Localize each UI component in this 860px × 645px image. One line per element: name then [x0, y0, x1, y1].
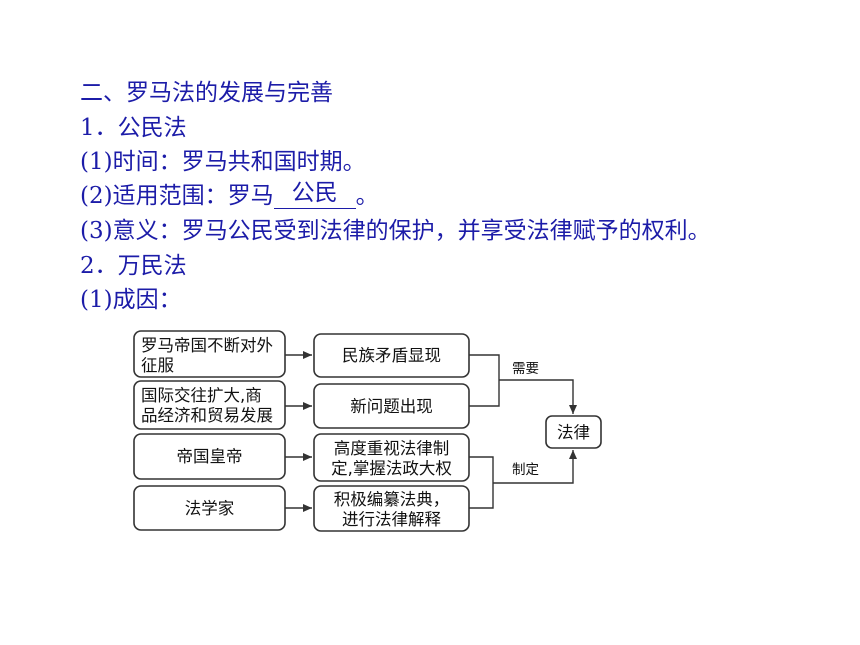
item-1-meaning: (3)意义：罗马公民受到法律的保护，并享受法律赋予的权利。 [80, 218, 711, 244]
item-2-causes: (1)成因： [80, 287, 182, 313]
effect-new-problems-box: 新问题出现 [313, 383, 470, 429]
scope-answer-blank: 公民 [273, 181, 356, 209]
arrow-make-to-law [493, 450, 577, 484]
bracket-make [469, 456, 494, 509]
result-law-label: 法律 [557, 423, 590, 442]
edge-label-make: 制定 [512, 462, 539, 478]
actor-jurist-box: 法学家 [133, 485, 286, 531]
cause-trade-line2: 品经济和贸易发展 [141, 406, 273, 425]
scope-answer: 公民 [291, 180, 338, 206]
scope-prefix: (2)适用范围：罗马 [80, 183, 274, 209]
cause-conquest-line1: 罗马帝国不断对外 [141, 336, 273, 355]
actor-emperor-label: 帝国皇帝 [177, 447, 243, 466]
effect-ethnic-label: 民族矛盾显现 [342, 346, 441, 365]
cause-conquest-box: 罗马帝国不断对外 征服 [133, 330, 286, 378]
section-heading: 二、罗马法的发展与完善 [80, 80, 333, 106]
cause-conquest-line2: 征服 [141, 356, 174, 375]
effect-new-problems-label: 新问题出现 [350, 397, 433, 416]
action-jurist-box: 积极编纂法典， 进行法律解释 [313, 485, 470, 532]
action-jurist-line1: 积极编纂法典， [334, 489, 450, 509]
action-emperor-box: 高度重视法律制 定,掌握法政大权 [313, 433, 470, 482]
action-emperor-line1: 高度重视法律制 [334, 439, 450, 458]
action-emperor-line2: 定,掌握法政大权 [331, 459, 452, 478]
result-law-box: 法律 [545, 415, 602, 449]
scope-suffix: 。 [355, 183, 379, 209]
arrow-need-to-law [499, 379, 577, 414]
effect-ethnic-box: 民族矛盾显现 [313, 333, 470, 378]
edge-label-need: 需要 [512, 361, 539, 377]
cause-trade-box: 国际交往扩大,商 品经济和贸易发展 [133, 380, 286, 430]
item-1-time: (1)时间：罗马共和国时期。 [80, 149, 366, 175]
actor-jurist-label: 法学家 [185, 499, 235, 518]
action-jurist-line2: 进行法律解释 [342, 510, 442, 529]
item-1-title: 1．公民法 [80, 115, 187, 141]
item-1-scope: (2)适用范围：罗马公民。 [80, 181, 379, 211]
bracket-need [469, 354, 500, 407]
actor-emperor-box: 帝国皇帝 [133, 433, 286, 480]
cause-trade-line1: 国际交往扩大,商 [141, 386, 262, 405]
item-2-title: 2．万民法 [80, 253, 187, 279]
